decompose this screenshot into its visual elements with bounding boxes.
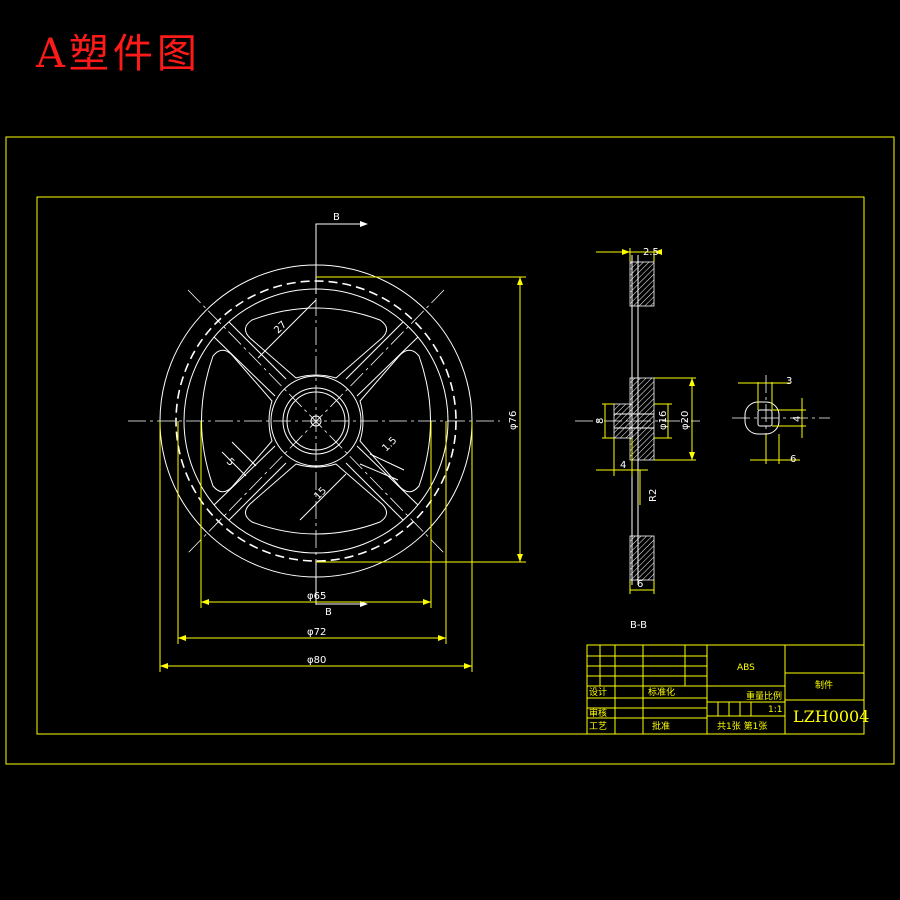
- dim-4-section: 4: [620, 460, 626, 471]
- dim-phi76: φ76: [316, 276, 526, 563]
- dim-hub-15: 15: [312, 485, 329, 502]
- tb-drawing-no: LZH0004: [793, 707, 869, 726]
- dim-4-detail: 4: [792, 416, 803, 422]
- tb-part-type: 制件: [815, 679, 833, 691]
- hub-mid-circle: [282, 387, 350, 455]
- dim-phi72: φ72: [177, 421, 447, 644]
- tb-sheet: 共1张 第1张: [717, 720, 767, 732]
- dim-phi76-label: φ76: [508, 411, 519, 430]
- dim-6-detail: 6: [790, 454, 796, 465]
- tb-designer: 设计: [589, 686, 607, 698]
- section-view: 2.5 8 φ16 φ20 4 R2 6 B-B: [575, 247, 700, 631]
- dim-8: 8: [595, 418, 606, 424]
- section-mark-bottom: B: [325, 607, 332, 618]
- dim-phi65: φ65: [200, 421, 432, 608]
- section-mark-top: B: [333, 212, 340, 223]
- dim-phi80: φ80: [159, 421, 473, 672]
- tb-process: 工艺: [589, 721, 607, 732]
- tb-material: ABS: [737, 663, 755, 673]
- dim-slot-1-5: 1.5: [380, 435, 399, 454]
- dim-phi16: φ16: [658, 411, 669, 430]
- hub-bore: [310, 415, 322, 427]
- hub-outer-circle: [270, 375, 362, 467]
- dim-phi20: φ20: [680, 411, 691, 430]
- dim-phi65-label: φ65: [307, 591, 326, 602]
- front-view: B B 27 15 5 1.5 φ65 φ: [128, 212, 526, 672]
- dim-3-detail: 3: [786, 376, 792, 387]
- dim-phi72-label: φ72: [307, 627, 326, 638]
- tb-scale-label: 重量比例: [746, 690, 782, 702]
- inner-frame: [36, 196, 865, 735]
- tb-scale: 1:1: [768, 705, 782, 715]
- dim-6-section: 6: [637, 579, 643, 590]
- tb-approve: 批准: [652, 720, 670, 732]
- drawing-heading: A塑件图: [36, 31, 201, 77]
- tb-standard: 标准化: [648, 686, 675, 698]
- section-label: B-B: [630, 620, 647, 631]
- outer-frame: [5, 136, 895, 765]
- spoke-windows: [201, 307, 431, 535]
- detail-view: 3 4 6: [732, 375, 830, 465]
- dim-spoke-27: 27: [272, 319, 289, 336]
- dim-r2: R2: [648, 489, 659, 502]
- title-block: 设计 标准化 审核 工艺 批准 ABS 重量比例 1:1 共1张 第1张 制件 …: [586, 644, 869, 735]
- dim-2-5: 2.5: [643, 247, 659, 258]
- hub-inner-circle: [286, 391, 346, 451]
- tb-review: 审核: [589, 707, 607, 719]
- dim-phi80-label: φ80: [307, 655, 326, 666]
- dim-slot-5: 5: [224, 456, 236, 468]
